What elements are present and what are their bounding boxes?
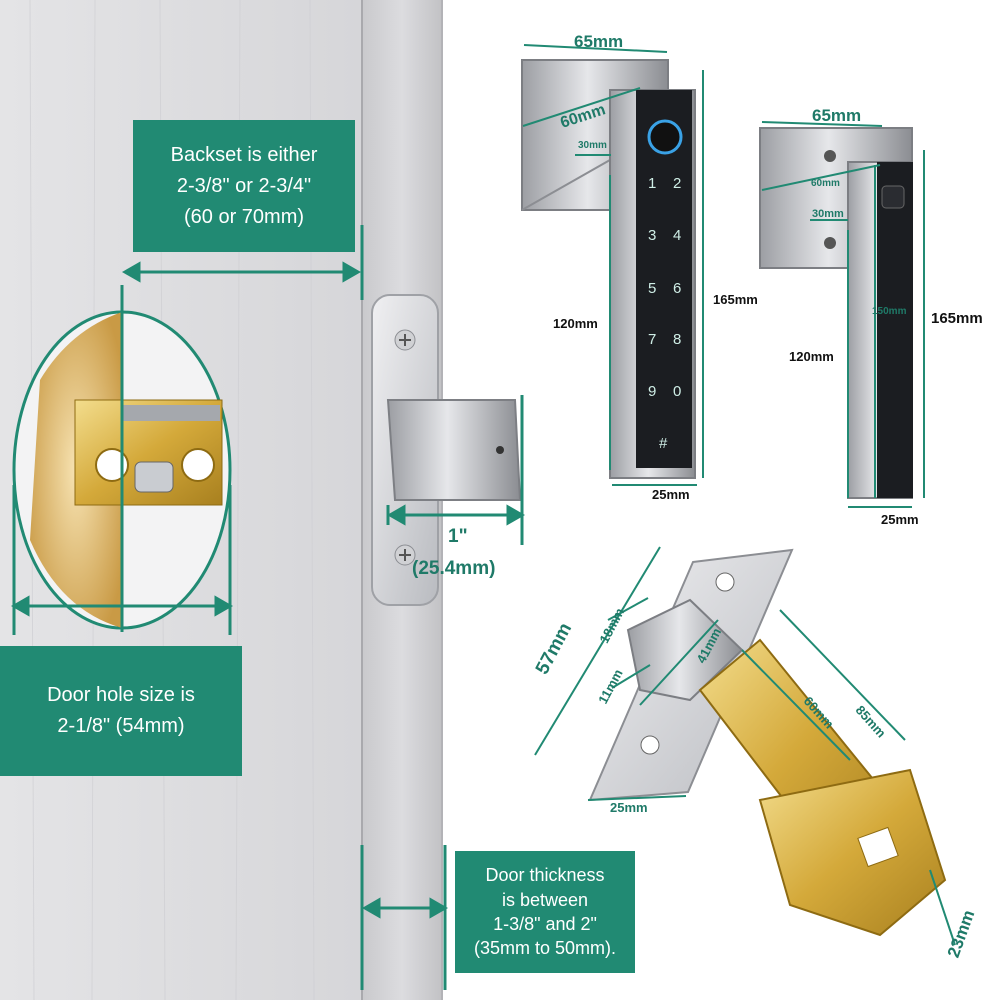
back-depth: 60mm [811,178,840,189]
key-9: 9 [648,383,657,400]
back-neck: 30mm [812,208,844,220]
fingerprint-sensor [647,119,683,155]
key-7: 7 [648,331,657,348]
hole-line-1: Door hole size is [47,684,195,706]
latch-bolt [386,399,522,501]
hole-line-2: 2-1/8" (54mm) [57,715,185,737]
thickness-line-4: (35mm to 50mm). [473,938,617,959]
back-inner: 150mm [872,306,907,317]
backset-line-2: 2-3/8" or 2-3/4" [176,174,312,197]
key-5: 5 [648,280,657,297]
backset-line-1: Backset is either [170,143,318,166]
front-drop: 120mm [553,316,598,331]
key-2: 2 [673,175,682,192]
back-drop: 120mm [789,349,834,364]
bolt-inch-label: 1" [448,526,468,547]
handle-front [521,59,696,479]
backset-line-3: (60 or 70mm) [183,205,305,228]
front-neck: 30mm [578,140,607,151]
back-width-top: 65mm [812,106,862,125]
front-width-top: 65mm [574,32,624,51]
bolt-mm-label: (25.4mm) [412,558,496,579]
back-width-bottom: 25mm [881,512,919,527]
key-4: 4 [673,227,682,244]
key-hash: # [659,435,668,452]
key-0: 0 [673,383,682,400]
hole-size-callout: Door hole size is 2-1/8" (54mm) [0,646,242,776]
front-width-bottom: 25mm [652,487,690,502]
key-6: 6 [673,280,682,297]
tubular-latch [588,548,947,937]
key-8: 8 [673,331,682,348]
thickness-line-3: 1-3/8" and 2" [493,914,597,934]
back-height: 165mm [931,310,983,327]
key-1: 1 [648,175,657,192]
thickness-line-2: is between [501,889,589,910]
key-3: 3 [648,227,657,244]
front-height: 165mm [713,292,758,307]
latch-plate: 25mm [610,800,648,815]
thickness-line-1: Door thickness [485,865,605,886]
thickness-callout: Door thickness is between 1-3/8" and 2" … [455,851,635,973]
backset-callout: Backset is either 2-3/8" or 2-3/4" (60 o… [133,120,355,252]
